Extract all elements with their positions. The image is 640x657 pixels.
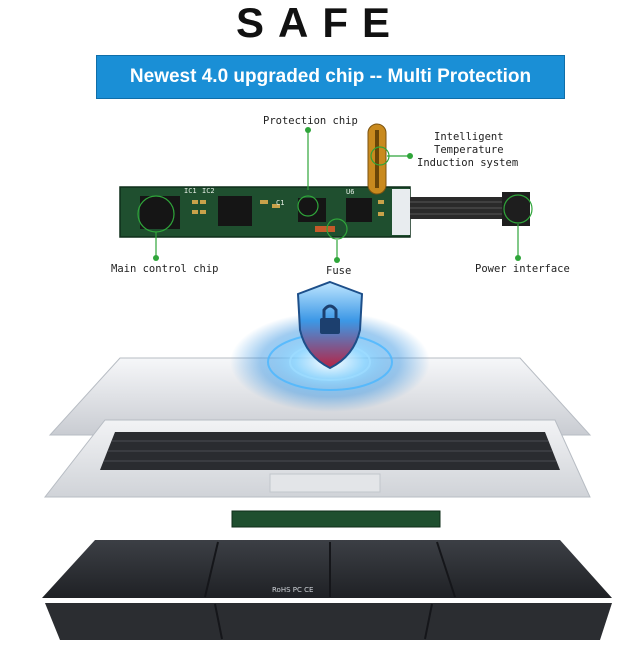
callout-temp-line-1: Intelligent bbox=[434, 131, 504, 143]
feature-banner: Newest 4.0 upgraded chip -- Multi Protec… bbox=[96, 55, 565, 99]
battery-bottom-layer bbox=[45, 603, 612, 640]
fuse bbox=[315, 226, 335, 232]
callout-temp-line-3: Induction system bbox=[417, 157, 519, 169]
callout-fuse: Fuse bbox=[326, 265, 352, 277]
callout-temp-line-2: Temperature bbox=[434, 144, 504, 156]
board-label-c1: C1 bbox=[276, 199, 284, 207]
battery-pcb bbox=[231, 510, 441, 528]
temperature-sensor bbox=[367, 123, 387, 195]
callout-power-interface: Power interface bbox=[475, 263, 570, 275]
pcb-board: IC1 IC2 C1 U6 bbox=[119, 186, 411, 238]
callout-protection-chip: Protection chip bbox=[263, 115, 358, 127]
callout-main-control-chip: Main control chip bbox=[111, 263, 219, 275]
ic2-chip bbox=[218, 196, 252, 226]
callout-lines bbox=[137, 130, 533, 260]
board-label-ic2: IC2 bbox=[202, 187, 215, 195]
board-label-ic1: IC1 bbox=[184, 187, 197, 195]
board-label-u6: U6 bbox=[346, 188, 354, 196]
lock-icon bbox=[320, 318, 340, 334]
page-title: SAFE bbox=[235, 0, 404, 46]
secondary-chip bbox=[346, 198, 372, 222]
main-control-chip bbox=[140, 196, 180, 229]
battery-label: RoHS PC CE bbox=[272, 586, 313, 594]
battery-pack bbox=[42, 540, 612, 598]
protection-chip bbox=[298, 198, 326, 222]
trackpad bbox=[269, 473, 381, 493]
power-cable bbox=[410, 192, 530, 226]
